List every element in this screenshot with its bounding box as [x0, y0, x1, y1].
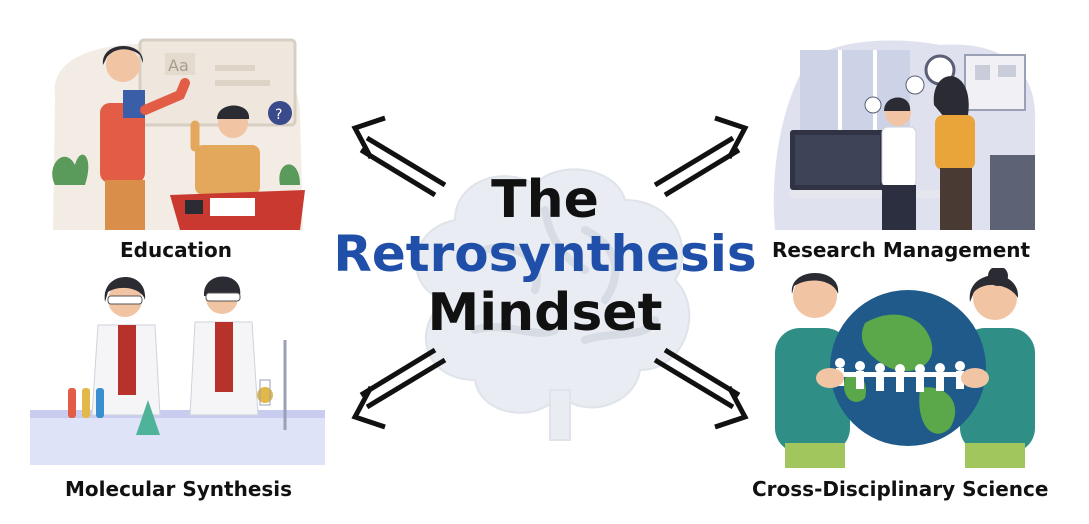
- arrow-up-right-icon: [653, 115, 749, 198]
- title-line-mindset: Mindset: [427, 283, 663, 343]
- arrow-up-left-icon: [351, 115, 447, 198]
- label-molecular-synthesis: Molecular Synthesis: [65, 477, 293, 501]
- label-cross-disciplinary-science: Cross-Disciplinary Science: [752, 477, 1049, 501]
- arrow-down-left-icon: [351, 347, 447, 430]
- title-line-the: The: [491, 170, 599, 230]
- education-illustration: Aa ?: [52, 38, 305, 230]
- question-mark-icon: ?: [275, 107, 282, 123]
- board-text: Aa: [168, 56, 189, 75]
- arrow-down-right-icon: [653, 347, 749, 430]
- molecular-synthesis-illustration: [30, 276, 325, 465]
- research-management-illustration: [773, 40, 1036, 230]
- brain-watermark-icon: [415, 168, 691, 441]
- label-education: Education: [120, 238, 232, 262]
- cross-disciplinary-illustration: [775, 268, 1035, 468]
- title-line-retrosynthesis: Retrosynthesis: [333, 225, 757, 283]
- label-research-management: Research Management: [772, 238, 1031, 262]
